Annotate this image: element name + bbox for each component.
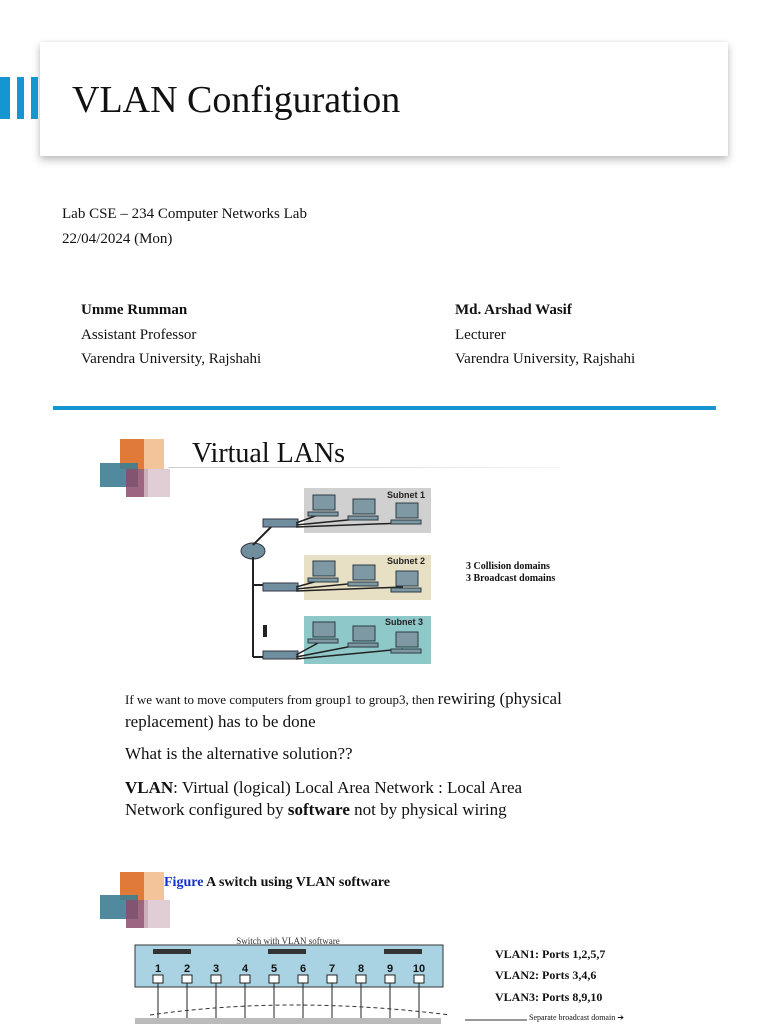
figure-caption-text: A switch using VLAN software	[203, 875, 390, 890]
paragraph-small-text: If we want to move computers from group1…	[125, 692, 438, 707]
paragraph-question: What is the alternative solution??	[125, 744, 353, 763]
title-card	[40, 42, 728, 156]
author-right: Md. Arshad Wasif Lecturer Varendra Unive…	[455, 298, 635, 372]
port-socket	[152, 974, 164, 984]
software-term: software	[287, 800, 350, 819]
port-socket	[326, 974, 338, 984]
figure-caption: Figure A switch using VLAN software	[164, 875, 390, 891]
figure-label: Figure	[164, 875, 204, 890]
collision-domains-note: 3 Collision domains	[466, 561, 550, 572]
port-number: 2	[184, 963, 190, 975]
slide-title-underline	[168, 467, 560, 468]
author-name: Umme Rumman	[81, 302, 188, 318]
author-role: Lecturer	[455, 326, 506, 343]
slide-decoration	[100, 439, 170, 497]
author-role: Assistant Professor	[81, 326, 197, 343]
port-number: 9	[387, 963, 393, 975]
port-number: 5	[271, 963, 277, 975]
subnet-label: Subnet 2	[387, 556, 426, 566]
slide-decoration	[100, 872, 170, 928]
accent-bar	[17, 77, 24, 119]
vlan-text: : Virtual (logical) Local Area Network :…	[125, 778, 523, 819]
vlan-3-ports: VLAN3: Ports 8,9,10	[495, 990, 603, 1004]
paragraph-rewiring: If we want to move computers from group1…	[125, 688, 565, 733]
switch-label: Switch with VLAN software	[236, 936, 340, 946]
port-number: 1	[155, 963, 161, 975]
port-number: 4	[242, 963, 249, 975]
port-number: 8	[358, 963, 364, 975]
port-socket	[355, 974, 367, 984]
accent-bar	[31, 77, 38, 119]
author-name: Md. Arshad Wasif	[455, 302, 572, 318]
port-number: 6	[300, 963, 306, 975]
accent-bar	[0, 77, 10, 119]
paragraph-vlan-definition: VLAN: Virtual (logical) Local Area Netwo…	[125, 777, 565, 821]
router-icon	[240, 542, 266, 560]
switch-icon	[262, 582, 299, 592]
broadcast-domains-note: 3 Broadcast domains	[466, 573, 556, 584]
slide-title: Virtual LANs	[192, 438, 346, 469]
switch-icon	[262, 650, 299, 660]
paragraph-large-text: rewiring (physical replacement) has to b…	[125, 689, 562, 731]
port-socket	[297, 974, 309, 984]
port-socket	[210, 974, 222, 984]
section-divider	[53, 406, 716, 410]
vlan-2-ports: VLAN2: Ports 3,4,6	[495, 968, 597, 982]
author-org: Varendra University, Rajshahi	[455, 351, 636, 367]
port-number: 3	[213, 963, 219, 975]
vlan-text: not by physical wiring	[349, 800, 507, 819]
port-number: 7	[329, 963, 335, 975]
author-org: Varendra University, Rajshahi	[81, 351, 262, 367]
page-title: VLAN Configuration	[72, 79, 401, 121]
subnet-label: Subnet 1	[387, 490, 426, 500]
computer-icon	[307, 494, 422, 654]
course-line: Lab CSE – 234 Computer Networks Lab	[62, 206, 307, 222]
port-socket	[384, 974, 396, 984]
vlan-1-ports: VLAN1: Ports 1,2,5,7	[495, 947, 606, 961]
port-socket	[239, 974, 251, 984]
vlan-switch-figure: Switch with VLAN software 1 2 3 4 5 6 7 8 9 10	[134, 936, 527, 1024]
course-date: 22/04/2024 (Mon)	[62, 231, 173, 247]
port-number: 10	[413, 963, 425, 975]
switch-icon	[262, 518, 299, 528]
vlan-term: VLAN	[125, 778, 174, 797]
broadcast-domain-note: Separate broadcast domain ➔	[529, 1013, 624, 1022]
subnet-diagram	[240, 488, 431, 664]
author-left: Umme Rumman Assistant Professor Varendra…	[81, 298, 261, 372]
subnet-label: Subnet 3	[385, 617, 424, 627]
port-socket	[181, 974, 193, 984]
port-socket	[268, 974, 280, 984]
port-socket	[413, 974, 425, 984]
